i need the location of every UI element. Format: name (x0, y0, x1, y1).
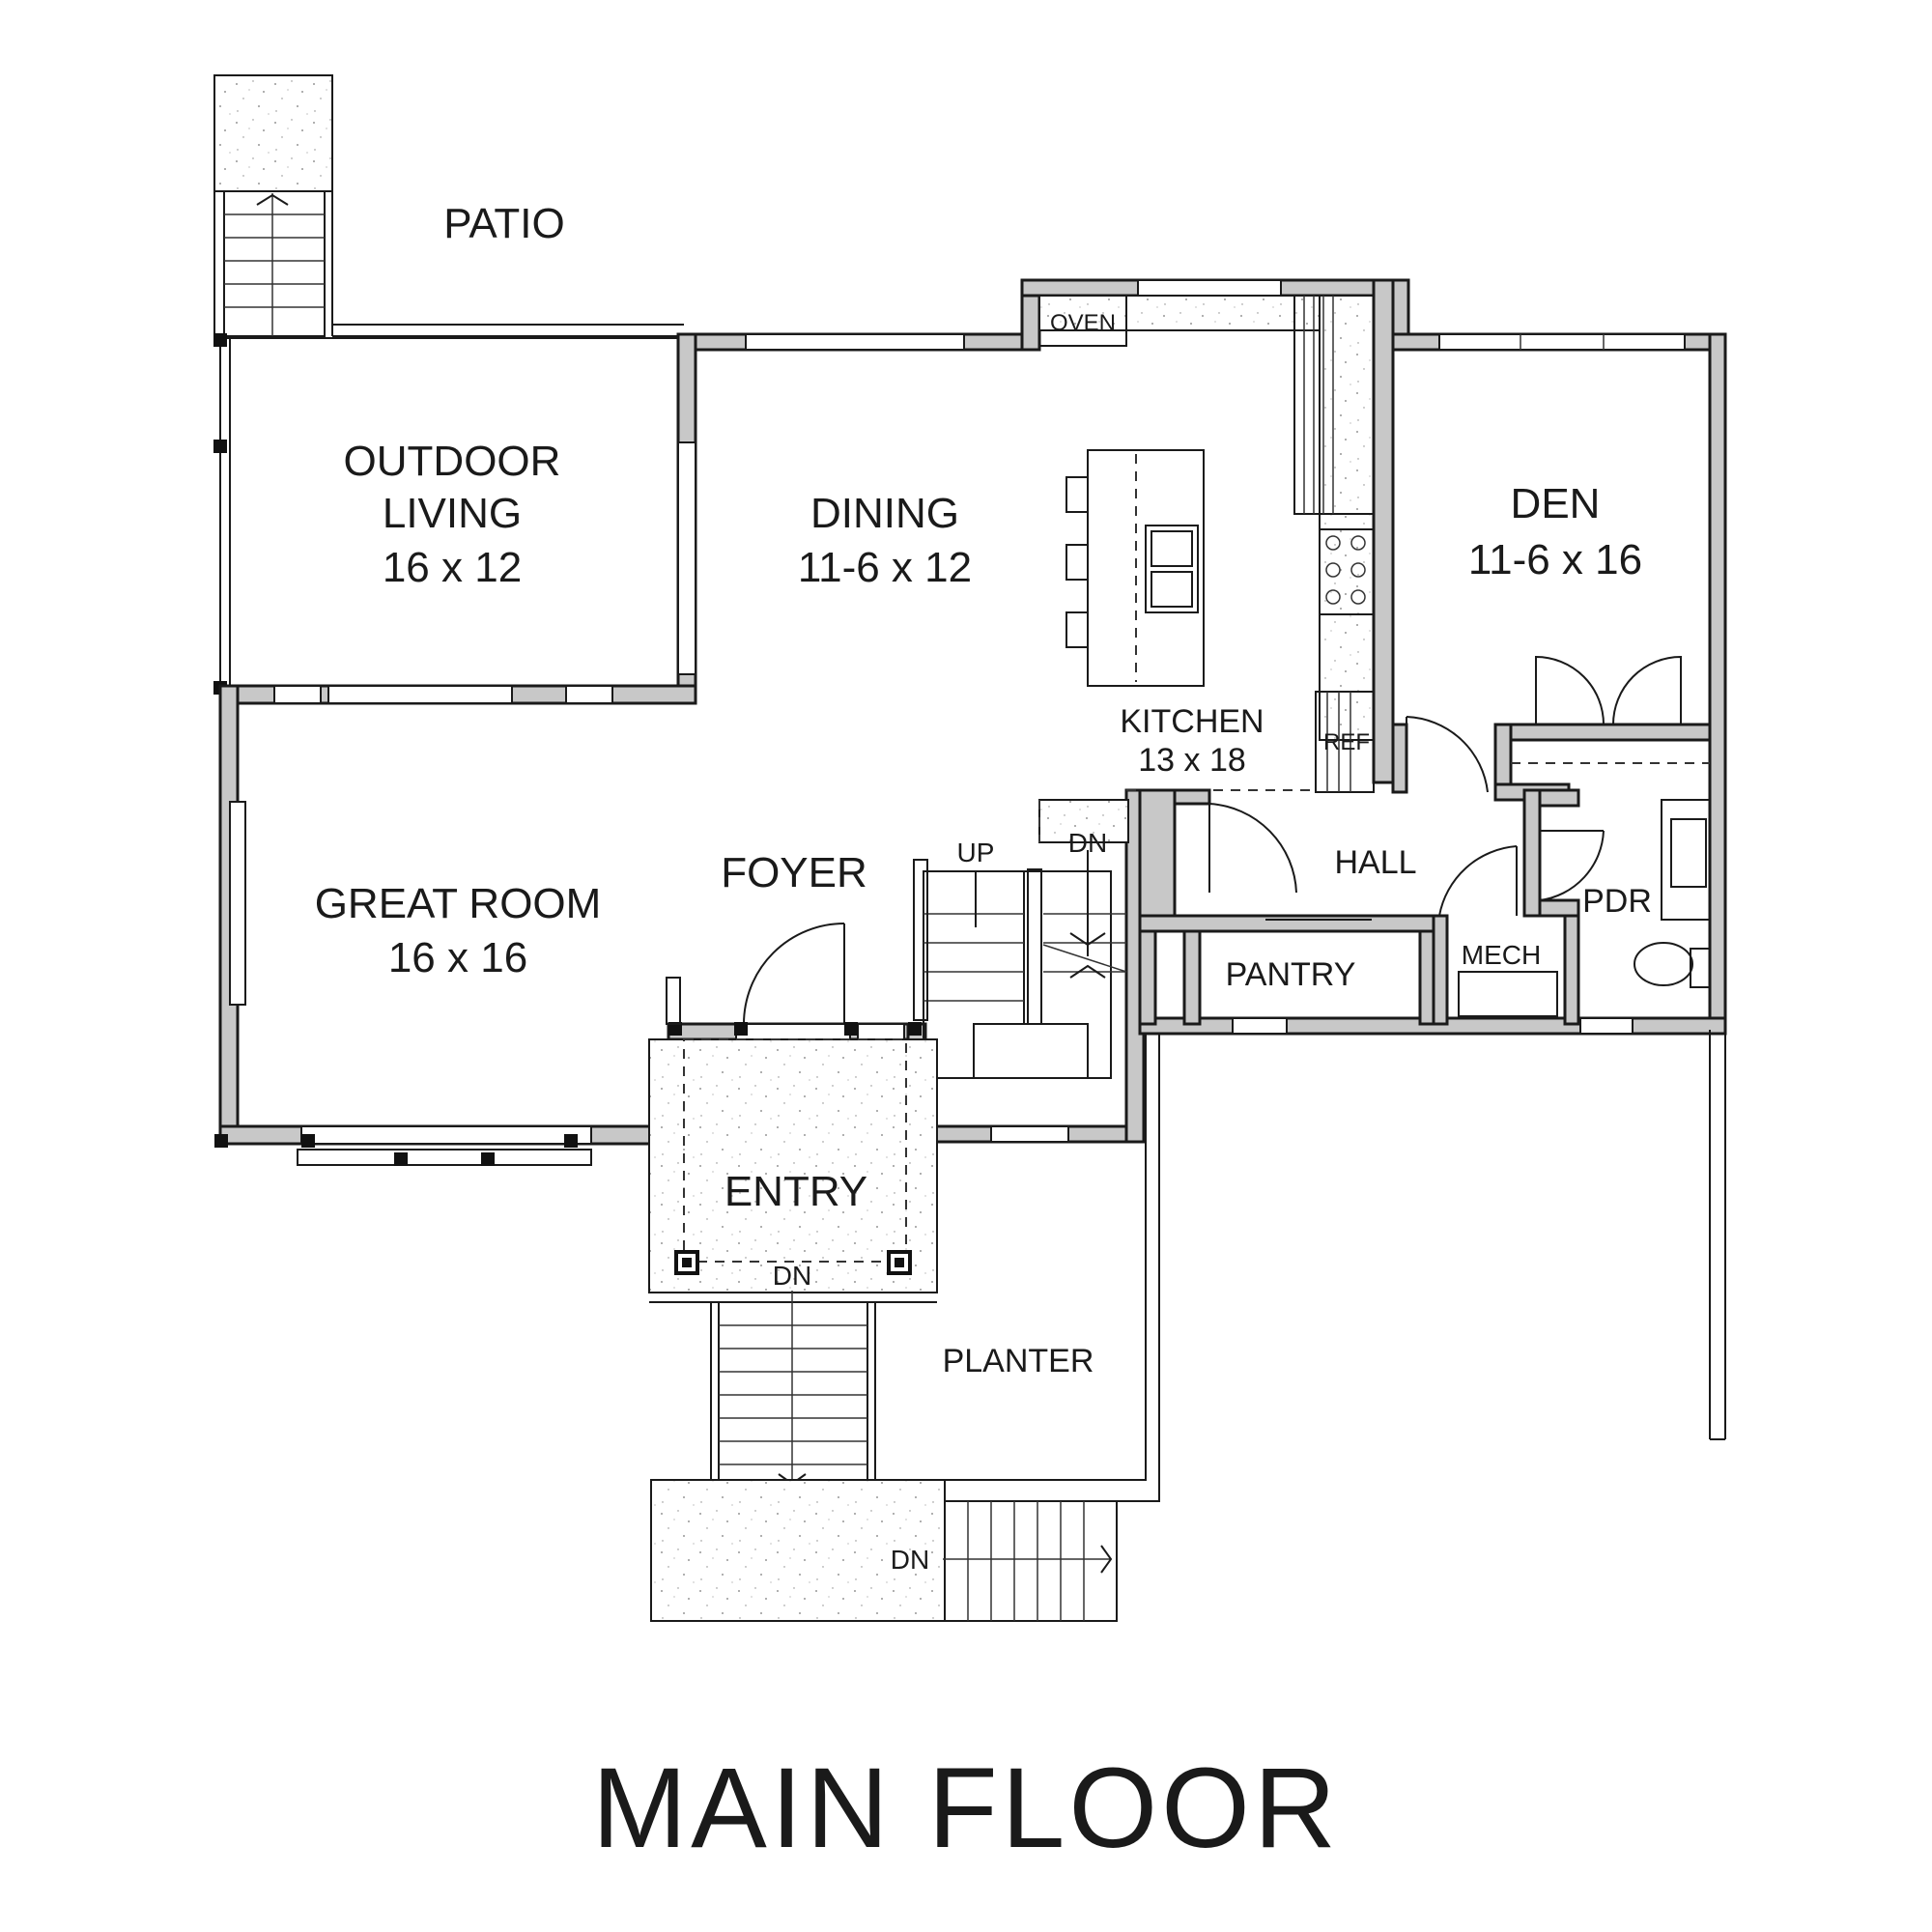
stair-up-label: UP (957, 838, 995, 867)
front-door (666, 923, 922, 1036)
lower-stair-down-label: DN (891, 1545, 929, 1575)
den-closet (1391, 655, 1712, 802)
service-rooms (1138, 788, 1726, 1440)
oven-label: OVEN (1050, 310, 1116, 336)
entry-porch (648, 1038, 938, 1303)
den-label: DEN (1511, 480, 1601, 527)
interior-stair: UP DN (913, 799, 1129, 1079)
stair-down-label: DN (1068, 828, 1107, 858)
patio-label: PATIO (443, 200, 565, 247)
entry-label: ENTRY (724, 1168, 867, 1215)
kitchen-label: KITCHEN (1120, 703, 1264, 740)
kitchen-size: 13 x 18 (1138, 742, 1246, 779)
outdoor-living-label-1: OUTDOOR (344, 438, 561, 485)
outdoor-living-size: 16 x 12 (383, 544, 522, 591)
den-size: 11-6 x 16 (1468, 536, 1642, 583)
patio-stair (213, 74, 333, 337)
entry-stair-down-label: DN (773, 1261, 811, 1291)
great-room-label: GREAT ROOM (315, 880, 602, 927)
hall-label: HALL (1334, 844, 1416, 881)
mech-label: MECH (1462, 940, 1541, 970)
exterior-walls (214, 278, 1727, 1166)
planter-label: PLANTER (943, 1343, 1094, 1379)
dining-size: 11-6 x 12 (798, 544, 972, 591)
ref-label: REF (1323, 729, 1370, 755)
dining-label: DINING (810, 490, 959, 537)
floor-title: MAIN FLOOR (592, 1745, 1340, 1872)
great-room-size: 16 x 16 (388, 934, 527, 981)
kitchen-counters: OVEN REF (1038, 278, 1395, 793)
pdr-label: PDR (1582, 883, 1652, 920)
lower-landing: DN (650, 1479, 1118, 1622)
entry-stair: DN (710, 1261, 876, 1492)
foyer-label: FOYER (721, 849, 867, 896)
pantry-label: PANTRY (1226, 956, 1356, 993)
outdoor-living-label-2: LIVING (383, 490, 522, 537)
